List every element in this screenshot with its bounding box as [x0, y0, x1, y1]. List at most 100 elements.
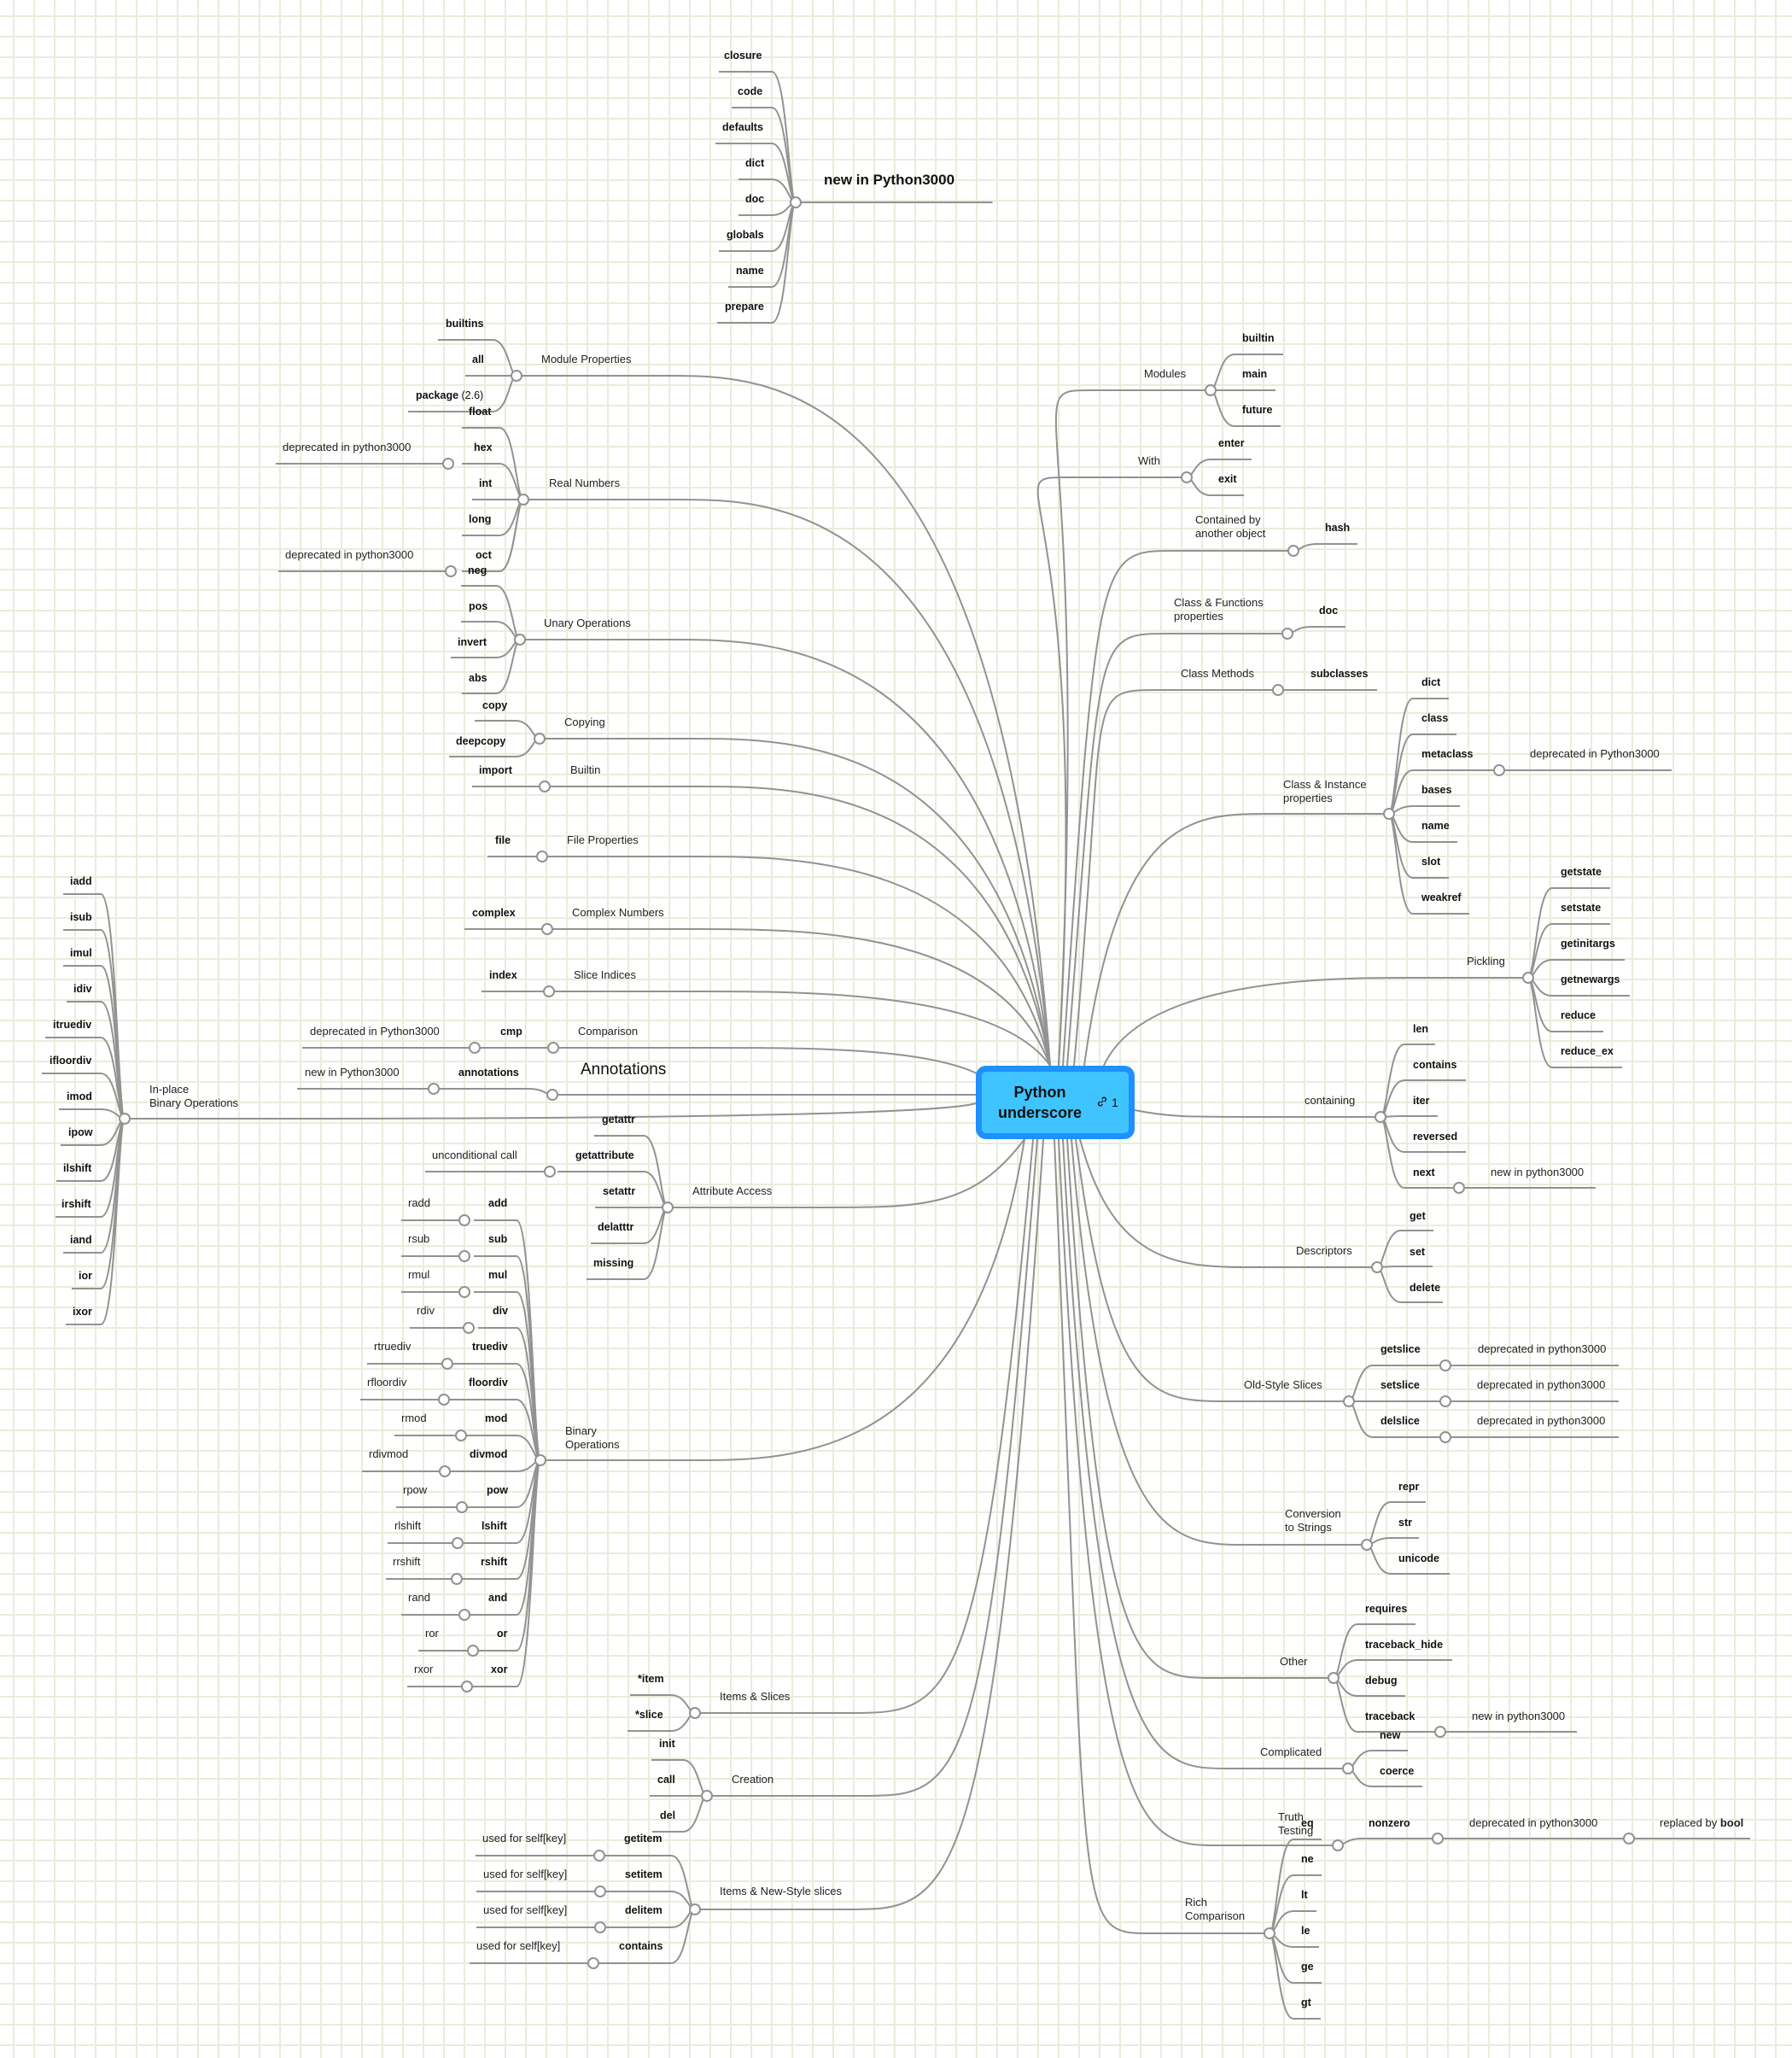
leaf-node[interactable]: next	[1413, 1166, 1435, 1178]
leaf-node[interactable]: copy	[482, 699, 508, 711]
leaf-node[interactable]: floordiv	[469, 1377, 508, 1389]
leaf-node[interactable]: builtins	[446, 318, 484, 330]
branch-label-module-props[interactable]: Module Properties	[541, 353, 632, 365]
leaf-node[interactable]: setattr	[603, 1185, 636, 1197]
collapse-toggle-icon[interactable]	[544, 1166, 556, 1178]
leaf-node[interactable]: metaclass	[1421, 748, 1474, 760]
leaf-node[interactable]: annotations	[458, 1067, 519, 1079]
note-node[interactable]: deprecated in python3000	[1478, 1342, 1607, 1355]
collapse-toggle-icon[interactable]	[455, 1429, 467, 1441]
branch-label-other[interactable]: Other	[1280, 1655, 1308, 1668]
leaf-node[interactable]: future	[1242, 404, 1273, 416]
branch-label-builtin[interactable]: Builtin	[570, 763, 601, 776]
branch-label-old-style-slices[interactable]: Old-Style Slices	[1244, 1378, 1322, 1391]
leaf-node[interactable]: slot	[1421, 856, 1441, 868]
leaf-node[interactable]: getstate	[1561, 866, 1602, 878]
collapse-toggle-icon[interactable]	[1205, 384, 1217, 396]
note-node[interactable]: new in python3000	[1491, 1166, 1585, 1178]
note-node[interactable]: rfloordiv	[367, 1376, 407, 1389]
collapse-toggle-icon[interactable]	[1264, 1927, 1275, 1939]
collapse-toggle-icon[interactable]	[511, 370, 522, 382]
collapse-toggle-icon[interactable]	[1328, 1672, 1340, 1684]
leaf-node[interactable]: mod	[485, 1412, 508, 1424]
leaf-node[interactable]: setitem	[625, 1868, 663, 1880]
leaf-node[interactable]: init	[659, 1738, 675, 1750]
leaf-node[interactable]: class	[1421, 712, 1449, 724]
leaf-node[interactable]: reversed	[1413, 1131, 1458, 1143]
note-node[interactable]: rxor	[414, 1663, 434, 1675]
leaf-node[interactable]: le	[1301, 1925, 1310, 1937]
leaf-node[interactable]: reduce	[1561, 1009, 1596, 1021]
leaf-node[interactable]: getslice	[1380, 1343, 1421, 1355]
collapse-toggle-icon[interactable]	[1522, 972, 1534, 984]
collapse-toggle-icon[interactable]	[543, 985, 555, 997]
leaf-node[interactable]: truediv	[472, 1341, 508, 1353]
note-node[interactable]: rrshift	[393, 1555, 421, 1568]
leaf-node[interactable]: file	[495, 834, 511, 846]
leaf-node[interactable]: hex	[474, 441, 493, 453]
collapse-toggle-icon[interactable]	[1272, 684, 1284, 696]
branch-label-pickling[interactable]: Pickling	[1467, 955, 1505, 968]
leaf-node[interactable]: irshift	[61, 1198, 91, 1210]
leaf-node[interactable]: int	[479, 477, 493, 489]
leaf-node[interactable]: iter	[1413, 1095, 1430, 1107]
collapse-toggle-icon[interactable]	[441, 1358, 453, 1370]
collapse-toggle-icon[interactable]	[439, 1465, 451, 1477]
collapse-toggle-icon[interactable]	[119, 1113, 131, 1125]
branch-label-with[interactable]: With	[1138, 454, 1160, 467]
leaf-node[interactable]: reduce_ex	[1561, 1045, 1614, 1057]
collapse-toggle-icon[interactable]	[1181, 471, 1193, 483]
leaf-node[interactable]: bases	[1421, 784, 1452, 796]
leaf-node[interactable]: name	[736, 265, 764, 277]
branch-label-containing[interactable]: containing	[1305, 1094, 1356, 1107]
leaf-node[interactable]: dict	[745, 157, 765, 169]
collapse-toggle-icon[interactable]	[594, 1921, 606, 1933]
leaf-node[interactable]: all	[472, 354, 484, 365]
leaf-node[interactable]: cmp	[500, 1026, 522, 1038]
note-node[interactable]: rand	[408, 1591, 431, 1604]
note-node[interactable]: rmod	[401, 1412, 427, 1424]
leaf-node[interactable]: or	[497, 1628, 508, 1640]
collapse-toggle-icon[interactable]	[456, 1501, 468, 1513]
leaf-node[interactable]: traceback	[1365, 1710, 1416, 1722]
note-node[interactable]: deprecated in python3000	[1477, 1378, 1606, 1391]
branch-label-modules[interactable]: Modules	[1144, 367, 1187, 380]
leaf-node[interactable]: *slice	[635, 1709, 663, 1721]
leaf-node[interactable]: len	[1413, 1023, 1429, 1035]
collapse-toggle-icon[interactable]	[546, 1089, 558, 1101]
leaf-node[interactable]: *item	[638, 1673, 664, 1685]
leaf-node[interactable]: pos	[469, 600, 488, 612]
note-node[interactable]: ror	[425, 1627, 439, 1640]
leaf-node[interactable]: pow	[487, 1484, 508, 1496]
leaf-node[interactable]: del	[660, 1810, 676, 1821]
branch-label-creation[interactable]: Creation	[732, 1773, 774, 1786]
collapse-toggle-icon[interactable]	[517, 494, 529, 506]
collapse-toggle-icon[interactable]	[534, 1454, 546, 1466]
collapse-toggle-icon[interactable]	[701, 1790, 713, 1802]
leaf-node[interactable]: ipow	[68, 1126, 93, 1138]
leaf-node[interactable]: hash	[1325, 522, 1351, 534]
collapse-toggle-icon[interactable]	[445, 565, 457, 577]
leaf-node[interactable]: builtin	[1242, 332, 1275, 344]
leaf-node[interactable]: delatttr	[598, 1221, 634, 1233]
leaf-node[interactable]: setslice	[1380, 1379, 1420, 1391]
collapse-toggle-icon[interactable]	[1361, 1539, 1373, 1551]
leaf-node[interactable]: and	[488, 1592, 508, 1604]
collapse-toggle-icon[interactable]	[461, 1681, 473, 1693]
collapse-toggle-icon[interactable]	[1342, 1763, 1354, 1774]
leaf-node[interactable]: div	[493, 1305, 509, 1317]
note-node[interactable]: rlshift	[394, 1519, 422, 1532]
leaf-node[interactable]: exit	[1218, 473, 1237, 485]
leaf-node[interactable]: contains	[1413, 1059, 1457, 1071]
leaf-node[interactable]: lshift	[482, 1520, 507, 1532]
branch-label-slice-indices[interactable]: Slice Indices	[574, 968, 636, 981]
note-node[interactable]: deprecated in Python3000	[1530, 747, 1660, 760]
leaf-node[interactable]: sub	[488, 1233, 508, 1245]
leaf-node[interactable]: gt	[1301, 1997, 1311, 2008]
leaf-node[interactable]: ilshift	[63, 1162, 92, 1174]
